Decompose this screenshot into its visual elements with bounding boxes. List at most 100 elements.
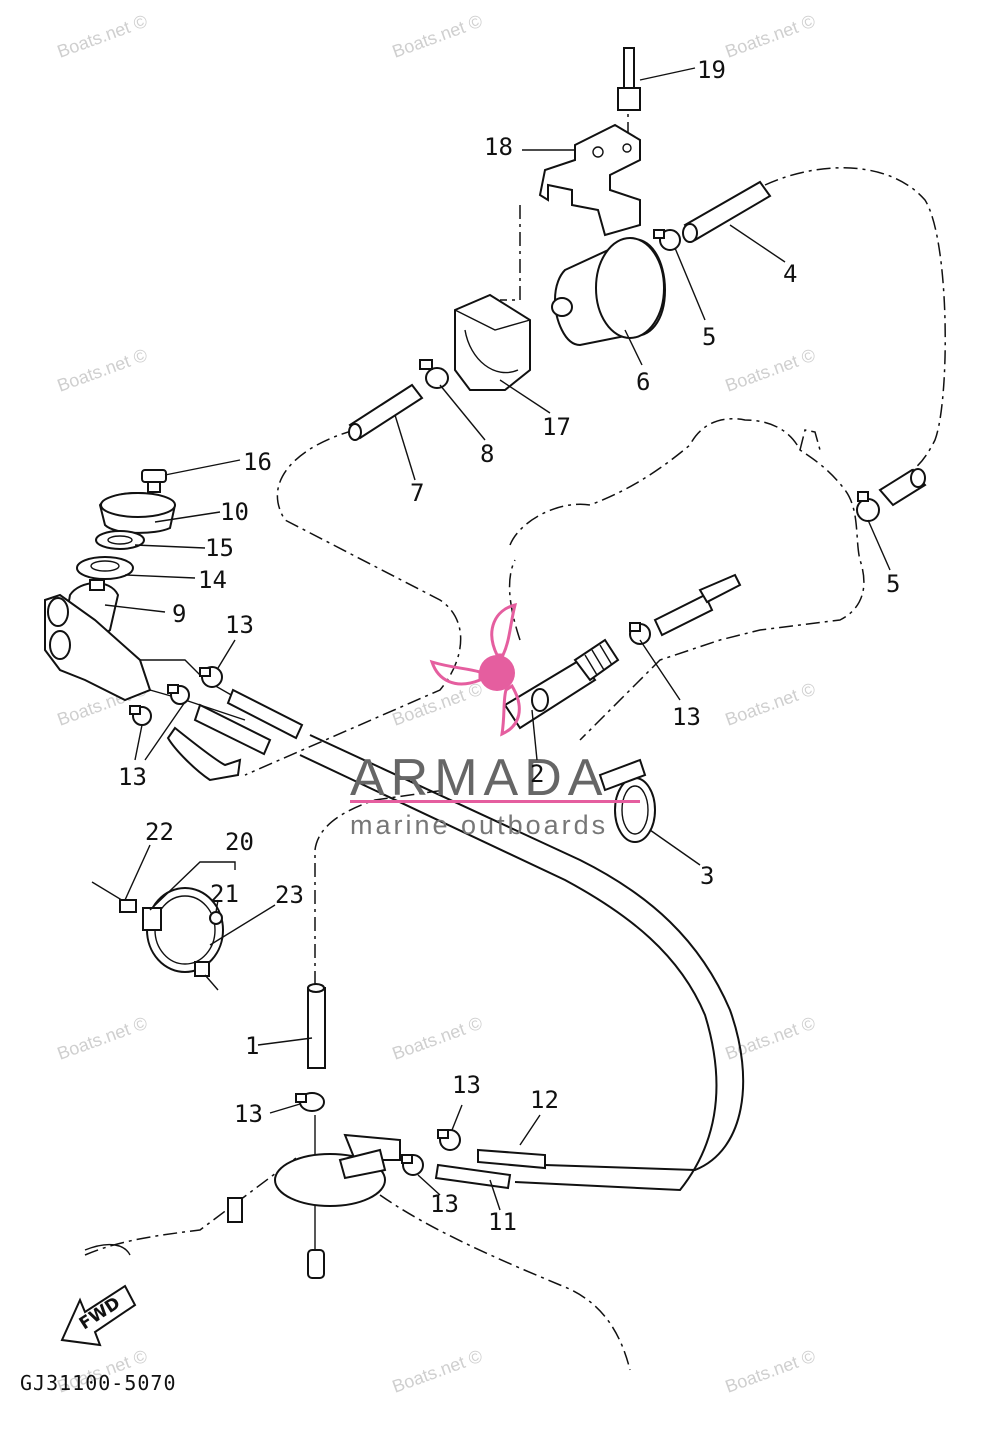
callout-13-f: 13 (430, 1190, 459, 1218)
clip-13-g (401, 1154, 424, 1176)
clip-13-b (167, 684, 190, 705)
fuel-pump-9 (44, 579, 152, 702)
bracket-hole (622, 143, 632, 153)
clip-13-f (437, 1129, 461, 1151)
watermark-text: Boats.net © (390, 1013, 485, 1064)
armada-logo: ARMADA marine outboards (350, 602, 640, 840)
fuel-hose-main-inner (299, 754, 718, 1192)
bolt-23 (204, 974, 219, 991)
hose-7-route (244, 429, 462, 776)
callout-2: 2 (530, 760, 544, 788)
watermark-text: Boats.net © (723, 345, 818, 396)
bolt-22-head (119, 899, 137, 913)
watermark-text: Boats.net © (723, 1346, 818, 1397)
hose-11 (434, 1163, 512, 1190)
callout-13-c: 13 (672, 703, 701, 731)
callout-12: 12 (530, 1086, 559, 1114)
watermark-text: Boats.net © (55, 11, 150, 62)
watermark-text: Boats.net © (723, 679, 818, 730)
diagram-code: GJ31100-5070 (20, 1371, 177, 1395)
callout-4: 4 (783, 260, 797, 288)
watermark-text: Boats.net © (55, 345, 150, 396)
leader-lines (104, 67, 891, 1211)
callout-19: 19 (697, 56, 726, 84)
fuel-filter-6 (551, 237, 667, 347)
hose-12 (477, 1148, 546, 1170)
callout-16: 16 (243, 448, 272, 476)
clamp-3 (598, 758, 656, 843)
bracket-hole (592, 146, 604, 158)
callout-17: 17 (542, 413, 571, 441)
callout-9: 9 (172, 600, 186, 628)
clip-13-a (199, 666, 223, 688)
tank-pin (227, 1197, 243, 1223)
pump-outlet-bracket (140, 659, 246, 721)
clamp-20 (142, 887, 224, 977)
gasket-15 (95, 530, 145, 550)
watermark-text: Boats.net © (390, 1346, 485, 1397)
callout-13-b: 13 (118, 763, 147, 791)
nut-14 (76, 556, 134, 580)
cowl-edge (84, 1243, 131, 1256)
callout-1: 1 (245, 1032, 259, 1060)
brand-underline (350, 800, 640, 803)
fwd-arrow: FWD (60, 1284, 137, 1347)
clip-5-upper (653, 229, 681, 251)
callout-3: 3 (700, 862, 714, 890)
engine-block-lower (508, 429, 821, 641)
callout-7: 7 (410, 479, 424, 507)
pump-hose (166, 688, 304, 782)
brand-name: ARMADA (350, 749, 608, 807)
watermark-text: Boats.net © (390, 11, 485, 62)
watermark-text: Boats.net © (723, 11, 818, 62)
callout-13-a: 13 (225, 611, 254, 639)
watermark-text: Boats.net © (723, 1013, 818, 1064)
callout-22: 22 (145, 818, 174, 846)
fuel-hose-main (309, 734, 745, 1172)
cap-10 (98, 492, 177, 534)
clip-8 (419, 359, 449, 389)
screw-16 (141, 469, 167, 493)
callout-15: 15 (205, 534, 234, 562)
callout-21: 21 (210, 880, 239, 908)
watermark-text: Boats.net © (390, 679, 485, 730)
callout-10: 10 (220, 498, 249, 526)
hose-1 (307, 983, 326, 1069)
bracket-route (500, 205, 521, 301)
washer-21 (209, 911, 223, 925)
callout-8: 8 (480, 440, 494, 468)
brand-tagline: marine outboards (350, 810, 608, 840)
hose-1-route (314, 789, 446, 985)
connector-2 (503, 638, 620, 730)
tank-fitting (227, 1133, 401, 1223)
watermark-text: Boats.net © (55, 1013, 150, 1064)
engine-block-outline (509, 418, 865, 741)
propeller-icon (429, 602, 521, 737)
callout-5-upper: 5 (702, 323, 716, 351)
hose-1-tip (307, 1249, 325, 1279)
callout-13-e: 13 (452, 1071, 481, 1099)
hose-7 (348, 383, 424, 441)
callout-23: 23 (275, 881, 304, 909)
bracket-18 (538, 123, 641, 237)
clip-13-d (629, 622, 651, 645)
callout-18: 18 (484, 133, 513, 161)
callout-5-lower: 5 (886, 570, 900, 598)
clip-13-c (129, 705, 152, 726)
hose-4-route (764, 167, 946, 476)
engine-fitting (653, 573, 742, 637)
callout-11: 11 (488, 1208, 517, 1236)
lower-cowl-outline (84, 1154, 631, 1371)
filter-mount-17 (454, 293, 531, 391)
callout-13-d: 13 (234, 1100, 263, 1128)
callout-labels: 1 2 3 4 5 5 6 7 8 9 10 11 12 13 13 13 13… (118, 56, 900, 1236)
clip-13-e (295, 1092, 325, 1112)
hose-end-5 (878, 468, 927, 507)
callout-6: 6 (636, 368, 650, 396)
rivet-19 (617, 47, 641, 111)
hose-4 (682, 180, 772, 243)
callout-14: 14 (198, 566, 227, 594)
callout-20: 20 (225, 828, 254, 856)
clip-5-lower (856, 491, 880, 522)
